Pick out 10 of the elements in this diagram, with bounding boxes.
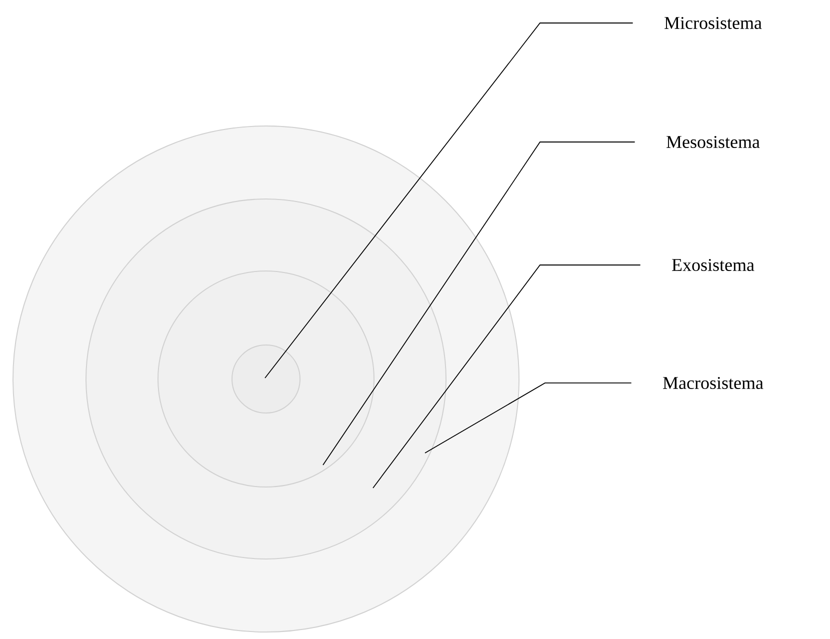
leader-line xyxy=(322,142,636,466)
label-text: Mesosistema xyxy=(666,136,760,148)
leader-line xyxy=(264,22,634,378)
ring-circle xyxy=(158,270,374,488)
label-text: Macrosistema xyxy=(663,376,764,390)
label-text: Exosistema xyxy=(672,258,754,272)
leader-line xyxy=(372,264,641,488)
leader-line xyxy=(424,382,632,454)
label-text: Microsistema xyxy=(664,16,762,30)
ring-circle xyxy=(232,344,300,414)
